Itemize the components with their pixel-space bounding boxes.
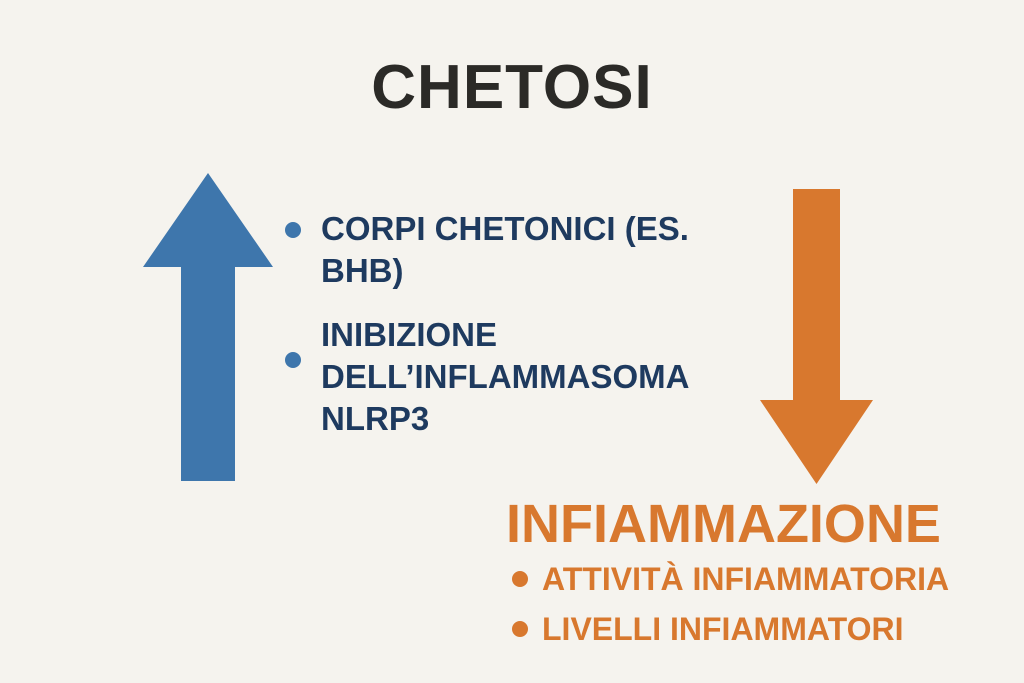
page-title: CHETOSI	[371, 53, 653, 122]
inflammation-bullet-text: LIVELLI INFIAMMATORI	[542, 611, 904, 647]
list-item: INIBIZIONE DELL’INFLAMMASOMA NLRP3	[285, 314, 715, 440]
ketosis-bullet-list: CORPI CHETONICI (ES. BHB) INIBIZIONE DEL…	[285, 208, 715, 440]
down-arrow-icon	[760, 189, 873, 484]
ketosis-bullet-text: INIBIZIONE DELL’INFLAMMASOMA NLRP3	[321, 316, 689, 437]
bullet-dot-icon	[285, 352, 301, 368]
bullet-dot-icon	[512, 571, 528, 587]
list-item: ATTIVITÀ INFIAMMATORIA	[506, 560, 1006, 598]
up-arrow-icon	[143, 173, 273, 481]
bullet-dot-icon	[512, 621, 528, 637]
list-item: CORPI CHETONICI (ES. BHB)	[285, 208, 715, 292]
bullet-dot-icon	[285, 222, 301, 238]
increase-arrow	[143, 173, 273, 481]
decrease-arrow	[760, 189, 873, 484]
ketosis-bullet-text: CORPI CHETONICI (ES. BHB)	[321, 210, 689, 289]
inflammation-heading: INFIAMMAZIONE	[506, 494, 941, 554]
list-item: LIVELLI INFIAMMATORI	[506, 610, 1006, 648]
inflammation-section: INFIAMMAZIONE ATTIVITÀ INFIAMMATORIA LIV…	[506, 496, 1006, 648]
inflammation-bullet-list: ATTIVITÀ INFIAMMATORIA LIVELLI INFIAMMAT…	[506, 560, 1006, 648]
down-arrow-shape	[760, 189, 873, 484]
up-arrow-shape	[143, 173, 273, 481]
inflammation-bullet-text: ATTIVITÀ INFIAMMATORIA	[542, 561, 950, 597]
